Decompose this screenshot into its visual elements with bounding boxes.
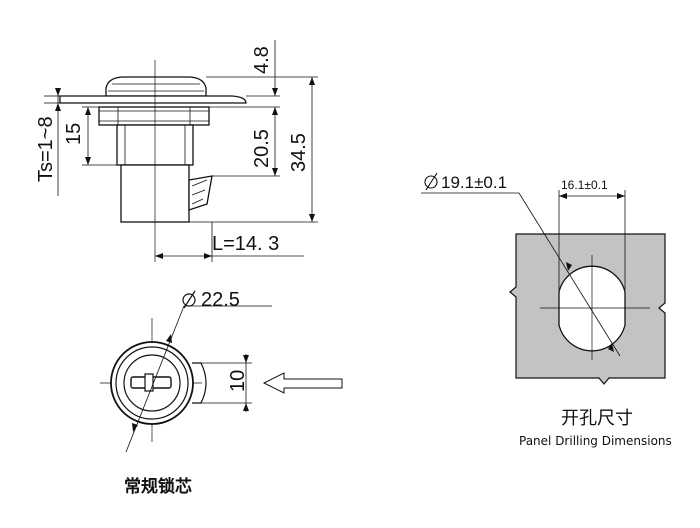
panel-cutout [421,190,666,385]
front-view [100,305,343,453]
cam-tab [188,175,213,211]
dim-diameter-label: 22.5 [201,289,240,311]
front-view-arrowheads [132,334,249,432]
dim-width-label: 10 [227,370,249,392]
lock-caption: 常规锁芯 [124,477,192,497]
dim-upper-label: 20.5 [251,129,273,168]
panel-title-en: Panel Drilling Dimensions [519,434,672,448]
direction-arrow-icon [262,372,343,394]
dim-top-label: 4.8 [251,46,273,74]
side-view [59,60,247,262]
nut [98,106,210,126]
hole-diameter-symbol-icon [424,172,438,191]
flange-plate [59,95,247,104]
dim-total-label: 34.5 [288,133,310,172]
lock-cap [105,76,207,97]
dim-hole-label: 19.1±0.1 [441,173,507,192]
panel-title-cn: 开孔尺寸 [561,408,633,429]
dim-length-label: L=14. 3 [212,233,279,255]
dim-flat-label: 16.1±0.1 [561,178,608,192]
dim-ts-label: Ts=1~8 [35,116,57,182]
dim-thread-label: 15 [63,123,85,145]
side-view-arrowheads [55,77,315,259]
diameter-symbol-icon [182,290,196,309]
